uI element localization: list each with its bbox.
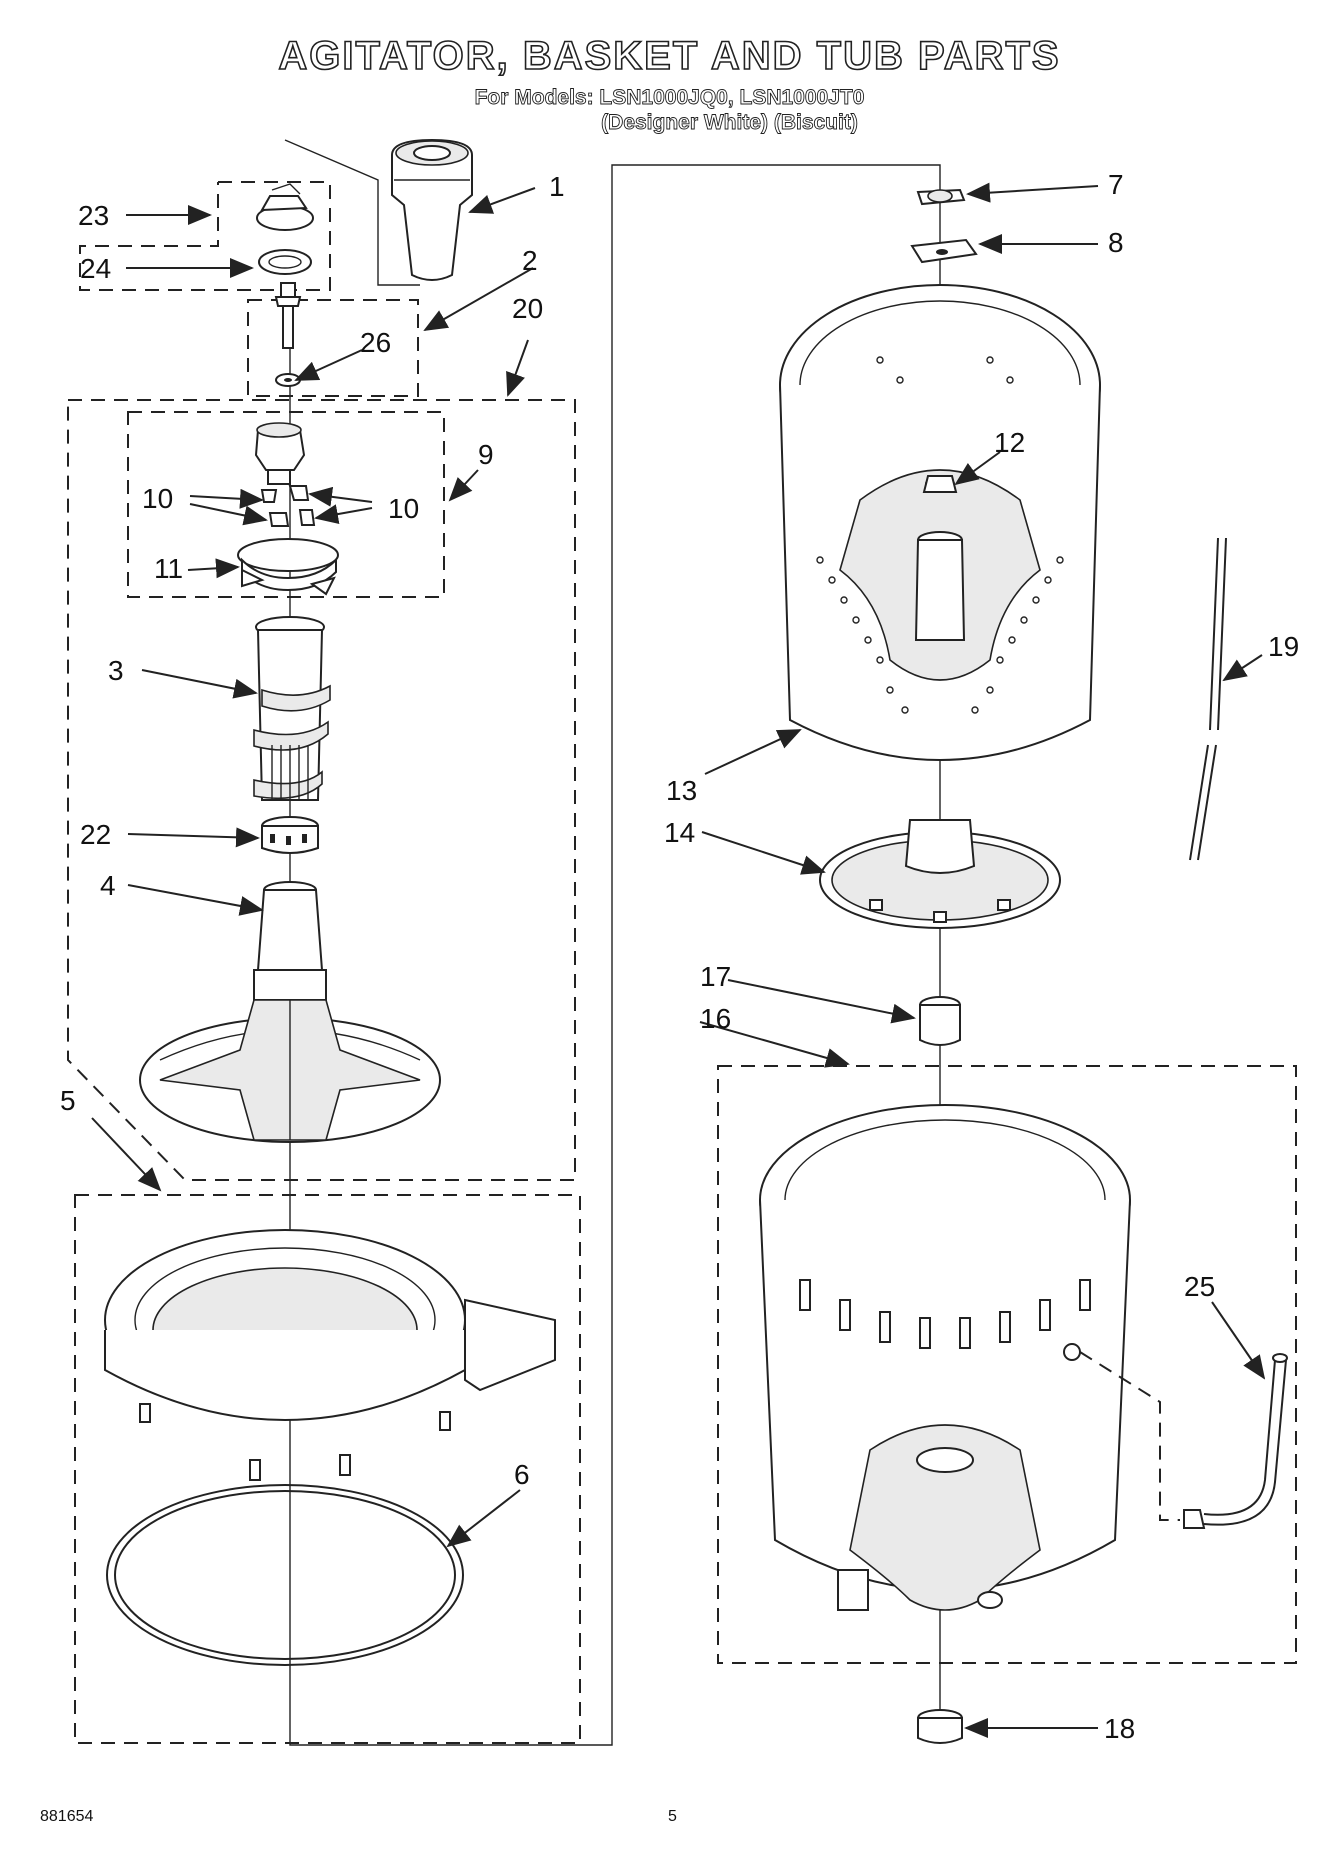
part-9-cam-assembly <box>237 422 339 596</box>
part-23-cap <box>256 183 314 231</box>
part-17-bushing <box>919 996 961 1046</box>
part-26-bolt <box>274 282 302 387</box>
auger-ribs <box>271 745 309 800</box>
models-line: For Models: LSN1000JQ0, LSN1000JT0 <box>474 86 865 110</box>
callout-11: 11 <box>154 553 183 584</box>
callout-17: 17 <box>700 961 731 992</box>
callout-12: 12 <box>994 427 1025 458</box>
page-title: AGITATOR, BASKET AND TUB PARTS <box>278 33 1061 79</box>
callout-8: 8 <box>1108 227 1124 258</box>
group-boxes <box>67 181 1297 1744</box>
callout-14: 14 <box>664 817 695 848</box>
colors-line: (Designer White) (Biscuit) <box>601 111 859 135</box>
leader-arrows <box>91 182 1266 1738</box>
part-19-hose <box>1189 537 1227 861</box>
callout-4: 4 <box>100 870 116 901</box>
part-14-basket-drive-hub <box>819 819 1061 929</box>
callout-9: 9 <box>478 439 494 470</box>
callout-numbers: 1 2 3 4 5 6 7 8 9 10 10 11 12 13 14 16 1… <box>60 169 1299 1744</box>
callout-26: 26 <box>360 327 391 358</box>
callout-23: 23 <box>78 200 109 231</box>
callout-19: 19 <box>1268 631 1299 662</box>
part-4-agitator-base <box>139 881 441 1143</box>
callout-3: 3 <box>108 655 124 686</box>
callout-13: 13 <box>666 775 697 806</box>
page-number: 5 <box>668 1808 677 1825</box>
part-1-softener-dispenser <box>391 138 473 281</box>
part-12-nut <box>922 475 958 493</box>
basket-perforations <box>816 356 1064 714</box>
tub-ribs <box>799 1279 1091 1349</box>
part-3-agitator-auger <box>253 616 331 801</box>
callout-16: 16 <box>700 1003 731 1034</box>
part-16-outer-tub <box>759 1104 1180 1611</box>
part-18-plug <box>917 1709 963 1744</box>
part-24-seal-ring <box>258 249 312 275</box>
callout-10-left: 10 <box>142 483 173 514</box>
part-13-spin-basket <box>779 284 1101 761</box>
part-7-clip <box>916 188 966 206</box>
callout-5: 5 <box>60 1085 76 1116</box>
callout-22: 22 <box>80 819 111 850</box>
doc-number: 881654 <box>40 1808 94 1825</box>
callout-18: 18 <box>1104 1713 1135 1744</box>
callout-20: 20 <box>512 293 543 324</box>
callout-25: 25 <box>1184 1271 1215 1302</box>
part-6-seal-ring <box>106 1484 464 1666</box>
callout-1: 1 <box>549 171 565 202</box>
callout-7: 7 <box>1108 169 1124 200</box>
callout-2: 2 <box>522 245 538 276</box>
callout-10-right: 10 <box>388 493 419 524</box>
part-22-drive-bell <box>261 816 319 854</box>
part-25-drain-hose <box>1183 1353 1288 1529</box>
callout-6: 6 <box>514 1459 530 1490</box>
part-5-tub-ring <box>104 1229 556 1481</box>
part-8-plate <box>910 238 978 264</box>
callout-24: 24 <box>80 253 111 284</box>
